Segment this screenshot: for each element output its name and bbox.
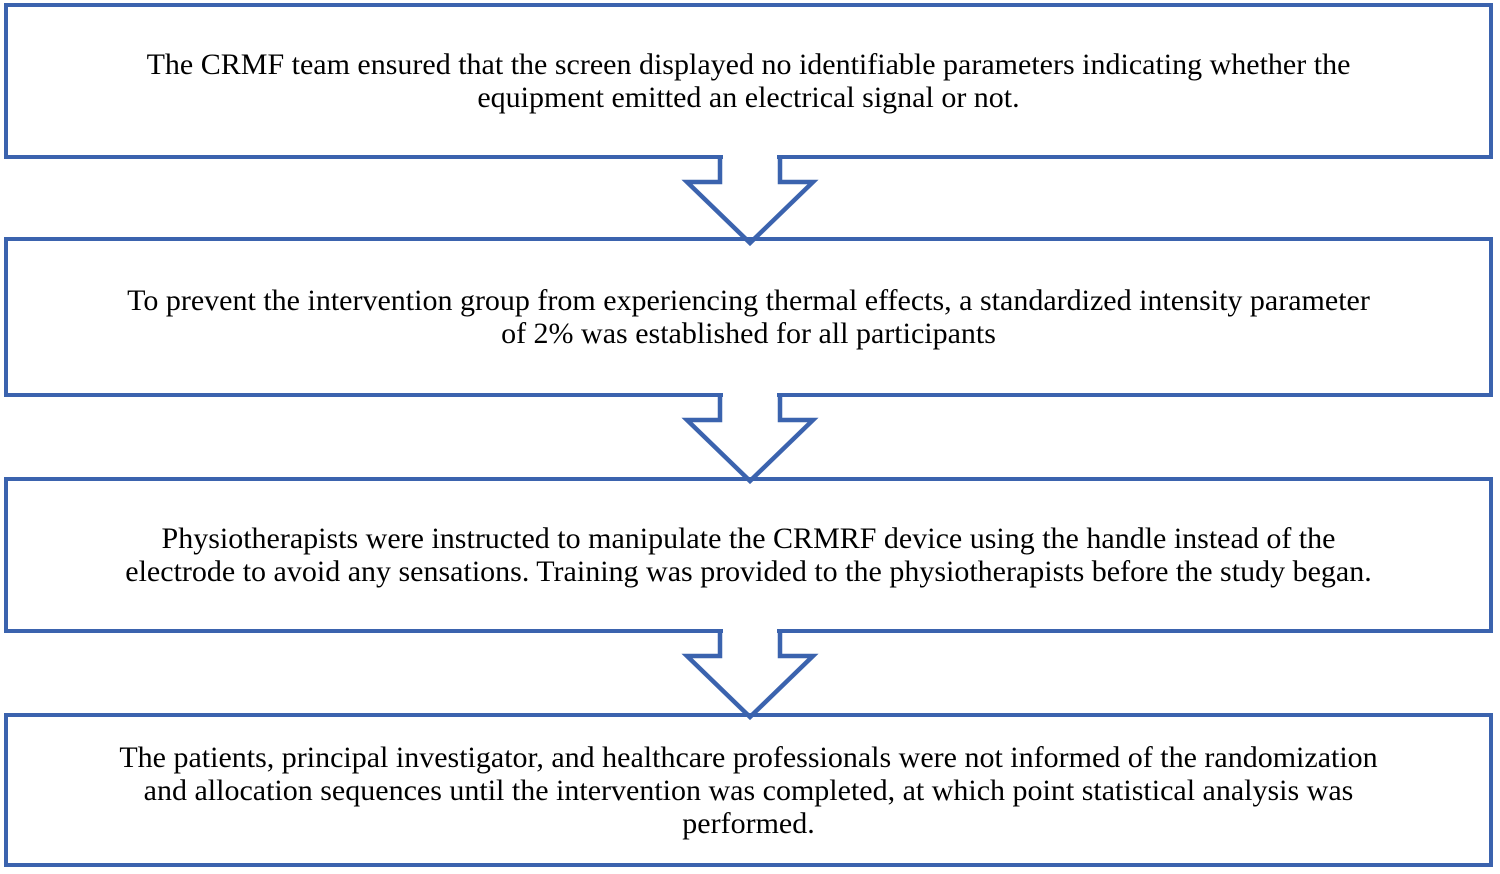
step-2-text-line: of 2% was established for all participan… xyxy=(501,317,996,350)
step-box-2: To prevent the intervention group from e… xyxy=(4,237,1493,397)
step-4-text-line: The patients, principal investigator, an… xyxy=(119,740,1378,774)
step-3-text-line: electrode to avoid any sensations. Train… xyxy=(125,555,1372,588)
step-4-text-line: and allocation sequences until the inter… xyxy=(143,773,1354,807)
down-arrow-icon xyxy=(681,155,819,247)
step-box-4: The patients, principal investigator, an… xyxy=(4,713,1493,867)
step-1-text-line: equipment emitted an electrical signal o… xyxy=(477,81,1020,114)
down-arrow-icon xyxy=(681,629,819,721)
step-2-text-line: To prevent the intervention group from e… xyxy=(127,284,1370,317)
step-box-1: The CRMF team ensured that the screen di… xyxy=(4,3,1493,159)
step-3-text-line: Physiotherapists were instructed to mani… xyxy=(161,522,1336,555)
down-arrow-icon xyxy=(681,393,819,485)
step-1-text-line: The CRMF team ensured that the screen di… xyxy=(146,48,1351,81)
step-4-text-line: performed. xyxy=(682,806,815,840)
step-box-3: Physiotherapists were instructed to mani… xyxy=(4,477,1493,633)
